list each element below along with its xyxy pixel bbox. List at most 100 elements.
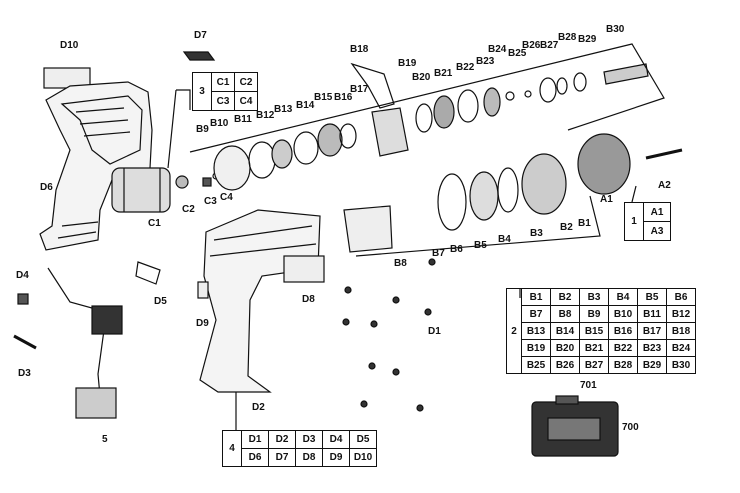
gear-c2: [175, 175, 189, 189]
label-d6: D6: [40, 182, 53, 193]
label-b11: B11: [234, 114, 252, 125]
table-cell: B9: [579, 305, 609, 323]
group-number-b: 2: [506, 288, 522, 374]
label-b15: B15: [314, 92, 333, 103]
table-cell: D5: [349, 430, 377, 449]
group-table-b: 2 B1 B2 B3 B4 B5 B6 B7 B8 B9 B10 B11 B12…: [506, 288, 696, 374]
table-cell: D1: [241, 430, 269, 449]
table-cell: D10: [349, 448, 377, 467]
table-cell: B21: [579, 339, 609, 357]
table-cell: B2: [550, 288, 580, 306]
label-b14: B14: [296, 100, 315, 111]
label-b26: B26: [522, 40, 541, 51]
label-b21: B21: [434, 68, 453, 79]
ring-b22: [457, 89, 479, 123]
label-701: 701: [580, 380, 597, 391]
label-d10: D10: [60, 40, 79, 51]
table-cell: D6: [241, 448, 269, 467]
connector-group-a: [631, 185, 637, 203]
table-cell: B10: [608, 305, 638, 323]
label-plate-d8: [283, 255, 325, 283]
gear-b14: [317, 123, 343, 157]
label-b13: B13: [274, 104, 293, 115]
switch-part-d7: [182, 51, 216, 61]
label-b9: B9: [196, 124, 209, 135]
group-table-c: 3 C1 C2 C3 C4: [192, 72, 258, 111]
label-b20: B20: [412, 72, 431, 83]
group-number-c: 3: [192, 72, 212, 111]
label-b4: B4: [498, 234, 511, 245]
table-cell: B16: [608, 322, 638, 340]
label-c1: C1: [148, 218, 161, 229]
label-d2: D2: [252, 402, 265, 413]
table-cell: B26: [550, 356, 580, 374]
gearbox-housing: [371, 107, 409, 157]
spindle-b30: [603, 63, 649, 85]
table-cell: D7: [268, 448, 296, 467]
label-b19: B19: [398, 58, 417, 69]
gear-b23: [483, 87, 501, 117]
table-cell: B19: [521, 339, 551, 357]
label-b23: B23: [476, 56, 495, 67]
gear-b15: [339, 123, 357, 149]
table-cell: B13: [521, 322, 551, 340]
table-cell: B1: [521, 288, 551, 306]
plate-b9: [213, 145, 251, 191]
table-cell: B12: [666, 305, 696, 323]
label-b18: B18: [350, 44, 369, 55]
label-b22: B22: [456, 62, 475, 73]
housing-b8: [343, 205, 393, 253]
label-b7: B7: [432, 248, 445, 259]
plate-b6: [437, 173, 467, 231]
brush-d3: [13, 334, 37, 350]
chuck-a1: [577, 133, 631, 195]
label-b29: B29: [578, 34, 597, 45]
label-d4: D4: [16, 270, 29, 281]
table-cell: D2: [268, 430, 296, 449]
table-cell: B3: [579, 288, 609, 306]
table-cell: A1: [643, 202, 671, 222]
label-b5: B5: [474, 240, 487, 251]
label-b16: B16: [334, 92, 353, 103]
label-d7: D7: [194, 30, 207, 41]
label-b3: B3: [530, 228, 543, 239]
switch-unit: [91, 305, 123, 335]
label-plate-d9: [197, 281, 209, 299]
label-b8: B8: [394, 258, 407, 269]
label-b17: B17: [350, 84, 369, 95]
table-cell: C3: [211, 91, 235, 111]
label-5: 5: [102, 434, 108, 445]
table-cell: B22: [608, 339, 638, 357]
table-cell: D3: [295, 430, 323, 449]
group-number-d: 4: [222, 430, 242, 467]
motor-c1: [111, 167, 171, 213]
group-table-a: 1 A1 A3: [624, 202, 671, 241]
table-cell: B17: [637, 322, 667, 340]
table-cell: B20: [550, 339, 580, 357]
ring-b12: [293, 131, 319, 165]
label-d8: D8: [302, 294, 315, 305]
table-cell: D9: [322, 448, 350, 467]
bracket-b18: [350, 62, 395, 109]
case-handle-701: [555, 395, 579, 405]
table-cell: C4: [234, 91, 258, 111]
table-cell: B24: [666, 339, 696, 357]
table-cell: B23: [637, 339, 667, 357]
label-b12: B12: [256, 110, 275, 121]
table-cell: B6: [666, 288, 696, 306]
table-cell: B15: [579, 322, 609, 340]
table-cell: B14: [550, 322, 580, 340]
ring-b28: [556, 77, 568, 95]
table-cell: B27: [579, 356, 609, 374]
table-cell: B30: [666, 356, 696, 374]
label-b28: B28: [558, 32, 577, 43]
table-cell: B4: [608, 288, 638, 306]
label-b10: B10: [210, 118, 229, 129]
label-b27: B27: [540, 40, 559, 51]
label-d5: D5: [154, 296, 167, 307]
group-table-d: 4 D1 D2 D3 D4 D5 D6 D7 D8 D9 D10: [222, 430, 377, 467]
table-cell: B29: [637, 356, 667, 374]
table-cell: B5: [637, 288, 667, 306]
